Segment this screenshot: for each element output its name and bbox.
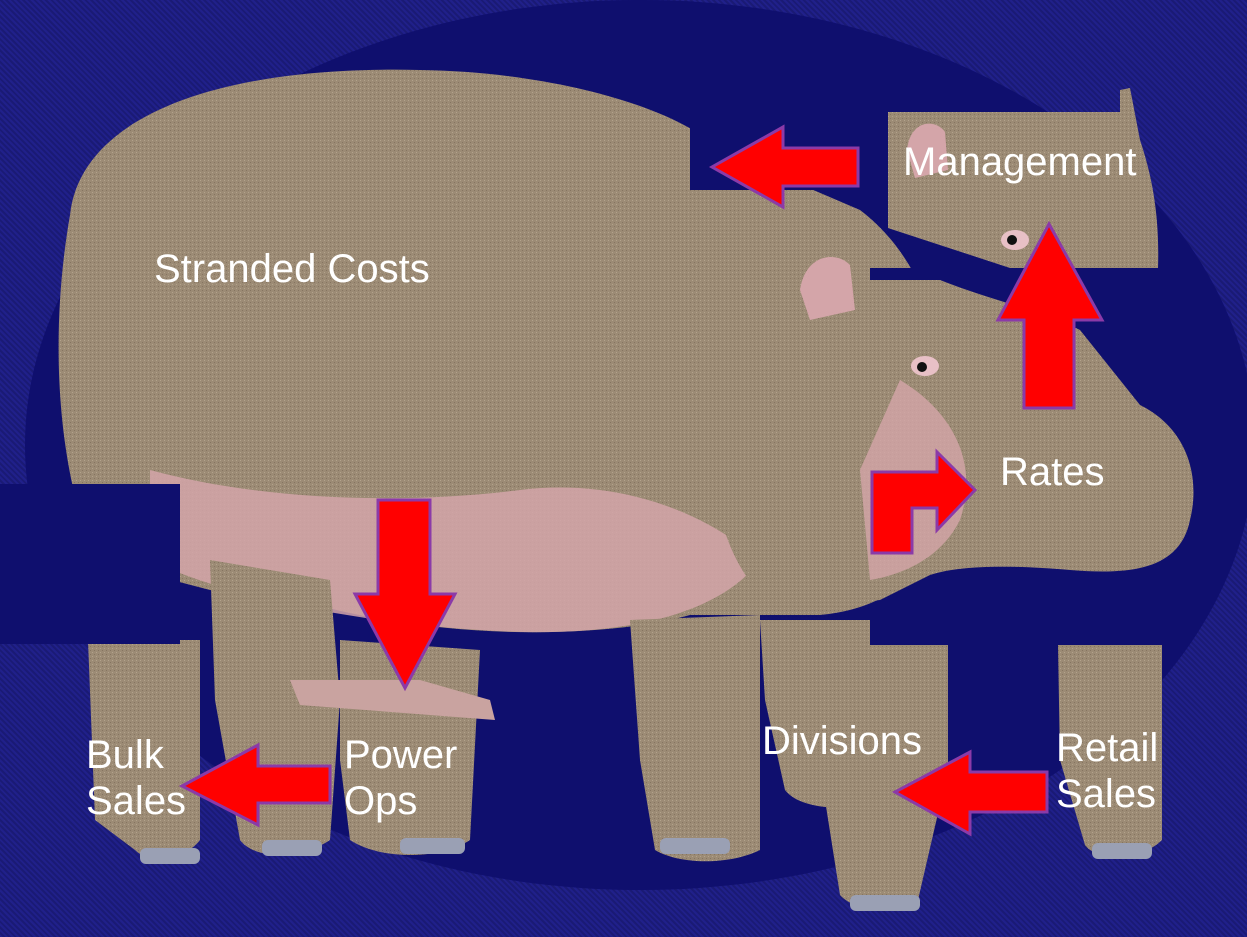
label-retail-line1: Retail bbox=[1056, 725, 1158, 771]
label-power-line2: Ops bbox=[344, 778, 457, 824]
label-bulk-line1: Bulk bbox=[86, 732, 186, 778]
label-bulk-line2: Sales bbox=[86, 778, 186, 824]
label-bulk-sales: Bulk Sales bbox=[86, 732, 186, 824]
label-retail-line2: Sales bbox=[1056, 771, 1158, 817]
label-stranded-costs: Stranded Costs bbox=[154, 246, 430, 292]
label-divisions: Divisions bbox=[762, 718, 922, 764]
label-retail-sales: Retail Sales bbox=[1056, 725, 1158, 817]
label-rates: Rates bbox=[1000, 449, 1105, 495]
label-power-line1: Power bbox=[344, 732, 457, 778]
label-management: Management bbox=[903, 139, 1136, 185]
label-power-ops: Power Ops bbox=[344, 732, 457, 824]
